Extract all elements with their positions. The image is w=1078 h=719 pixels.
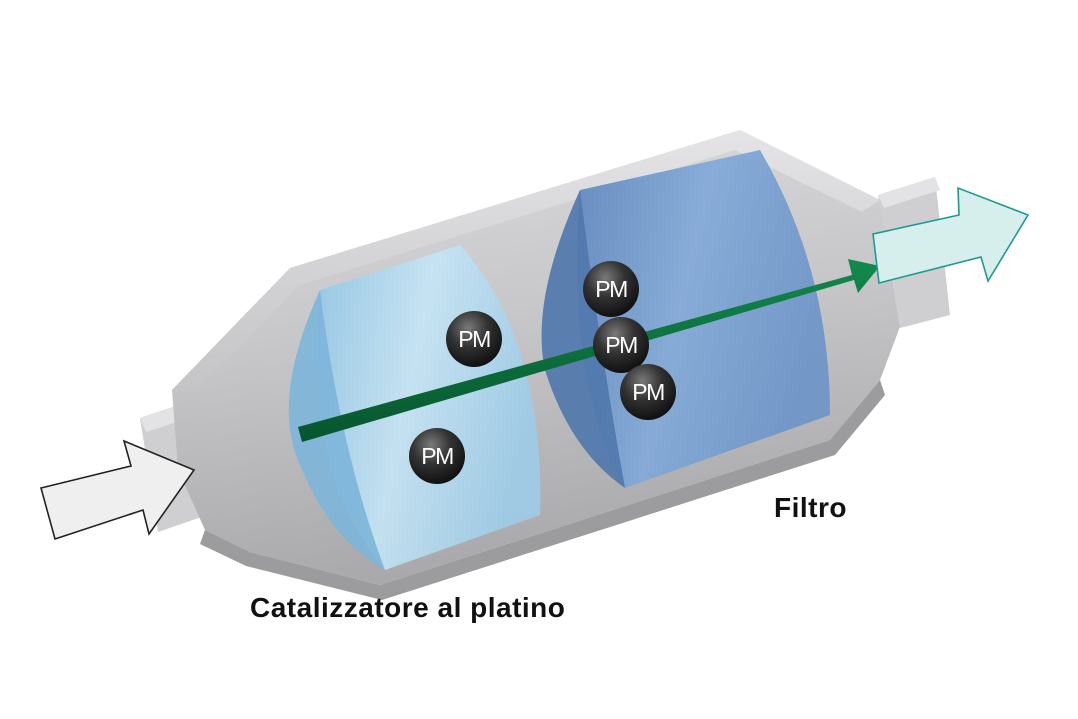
pm-particle-label: PM (632, 379, 664, 405)
platinum-catalyst-label: Catalizzatore al platino (250, 592, 566, 623)
inlet-arrow (40, 439, 196, 541)
pm-particle-label: PM (595, 276, 627, 302)
gas-flow-arrow (298, 259, 880, 442)
pm-particle: PM (620, 364, 676, 420)
pm-particle-label: PM (421, 443, 453, 469)
outlet-arrow (872, 186, 1030, 284)
pm-particle: PM (593, 317, 649, 373)
filter-label: Filtro (774, 492, 847, 523)
pm-particle: PM (583, 261, 639, 317)
pm-particle-label: PM (605, 332, 637, 358)
pm-particle-label: PM (458, 326, 490, 352)
pm-particle: PM (446, 311, 502, 367)
pm-particle: PM (409, 428, 465, 484)
